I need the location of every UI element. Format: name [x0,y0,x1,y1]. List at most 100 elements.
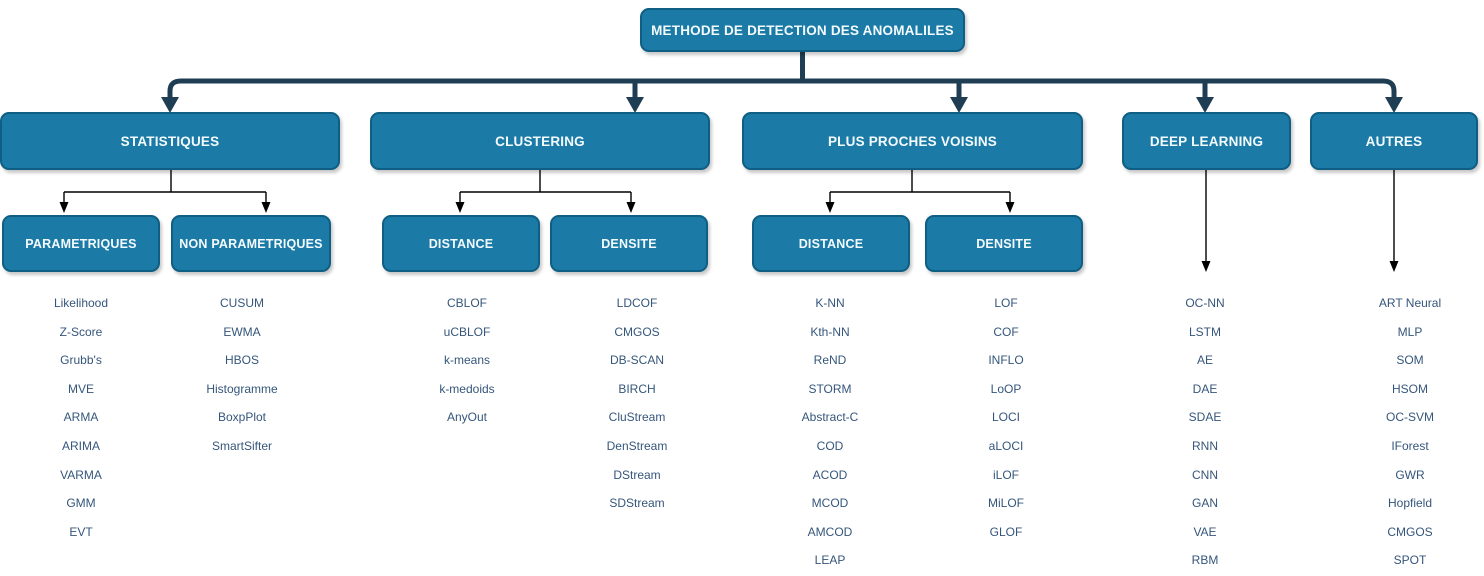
node-parametriques: PARAMETRIQUES [2,215,160,272]
node-non-parametriques: NON PARAMETRIQUES [171,215,331,272]
method-item: CluStream [608,410,666,425]
method-item: Histogramme [206,381,278,396]
voisins-branch-connector [829,170,1011,203]
method-item: aLOCI [988,438,1024,453]
method-item: DenStream [606,438,668,453]
clustering-branch-connector [459,170,632,203]
node-deep-learning: DEEP LEARNING [1122,112,1291,170]
arrowhead-clustering-densite [626,202,636,213]
method-item: EWMA [223,324,261,339]
node-voisins-densite: DENSITE [925,215,1083,272]
arrowhead-voisins-distance [825,202,835,213]
trunk-connector [167,52,1397,99]
method-item: CUSUM [220,296,264,310]
method-item: MCOD [811,496,849,511]
method-item: VAE [1193,524,1217,539]
node-label: DISTANCE [428,236,494,251]
node-label: STATISTIQUES [120,133,220,149]
method-item: LEAP [814,553,846,568]
arrowhead-autres-list [1389,261,1399,272]
method-item: DStream [613,467,661,482]
method-item: Hopfield [1387,496,1433,511]
method-item: ReND [813,353,847,368]
arrowhead-voisins [950,97,968,113]
method-item: LSTM [1188,324,1221,339]
arrowhead-deep-learning-list [1201,261,1211,272]
method-item: k-means [443,353,490,368]
method-item: BoxpPlot [217,410,267,425]
node-label: DENSITE [976,236,1032,251]
method-item: INFLO [988,353,1024,368]
method-item: GLOF [989,524,1023,539]
node-label: DENSITE [601,236,657,251]
node-autres: AUTRES [1310,112,1478,170]
method-item: SOM [1396,353,1424,368]
method-item: iLOF [992,467,1019,482]
method-item: RNN [1192,438,1218,453]
method-item: DAE [1192,381,1218,396]
node-label: DEEP LEARNING [1149,133,1264,149]
node-label: CLUSTERING [495,133,585,149]
method-item: Abstract-C [801,410,859,425]
method-item: AnyOut [446,410,488,425]
method-item: Grubb's [60,353,102,368]
method-item: MLP [1397,324,1423,339]
node-label: NON PARAMETRIQUES [179,236,323,251]
method-item: IForest [1391,438,1429,453]
node-label: AUTRES [1365,133,1423,149]
method-item: SDAE [1188,410,1222,425]
method-item: CBLOF [446,296,487,310]
node-label: METHODE DE DETECTION DES ANOMALILES [651,22,954,38]
method-item: ARMA [63,410,99,425]
method-item: OC-NN [1185,296,1225,310]
method-item: ACOD [812,467,848,482]
node-label: PARAMETRIQUES [25,236,137,251]
method-item: MVE [67,381,94,396]
method-item: EVT [69,524,93,539]
method-item: LOCI [991,410,1020,425]
method-item: OC-SVM [1386,410,1434,425]
node-methode-detection: METHODE DE DETECTION DES ANOMALILES [640,8,965,52]
arrowhead-autres [1385,97,1403,113]
method-item: VARMA [60,467,102,482]
node-plus-proches-voisins: PLUS PROCHES VOISINS [742,112,1083,170]
arrowhead-parametriques [59,202,69,213]
method-item: HSOM [1392,381,1428,396]
method-item: COD [816,438,844,453]
method-item: GAN [1191,496,1218,511]
method-item: ART Neural [1378,296,1442,310]
method-item: Kth-NN [810,324,850,339]
method-item: Likelihood [53,296,109,310]
method-item: DB-SCAN [609,353,664,368]
thin-arrowheads [59,202,1399,272]
method-item: AMCOD [807,524,853,539]
method-item: CMGOS [1387,524,1433,539]
node-voisins-distance: DISTANCE [752,215,910,272]
node-clustering: CLUSTERING [370,112,710,170]
method-item: GWR [1395,467,1425,482]
method-item: COF [993,324,1019,339]
method-item: ARIMA [61,438,100,453]
method-item: MiLOF [988,496,1024,511]
method-item: AE [1196,353,1213,368]
method-item: CNN [1192,467,1218,482]
method-item: K-NN [815,296,845,310]
node-clustering-densite: DENSITE [550,215,708,272]
trunk-arrowheads [161,97,1403,113]
method-item: LDCOF [616,296,658,310]
trunk-rail [167,78,1397,99]
arrowhead-voisins-densite [1005,202,1015,213]
method-item: HBOS [224,353,259,368]
arrowhead-clustering-distance [455,202,465,213]
method-item: BIRCH [618,381,656,396]
method-item: LOF [994,296,1018,310]
node-statistiques: STATISTIQUES [0,112,340,170]
arrowhead-deep-learning [1196,97,1214,113]
